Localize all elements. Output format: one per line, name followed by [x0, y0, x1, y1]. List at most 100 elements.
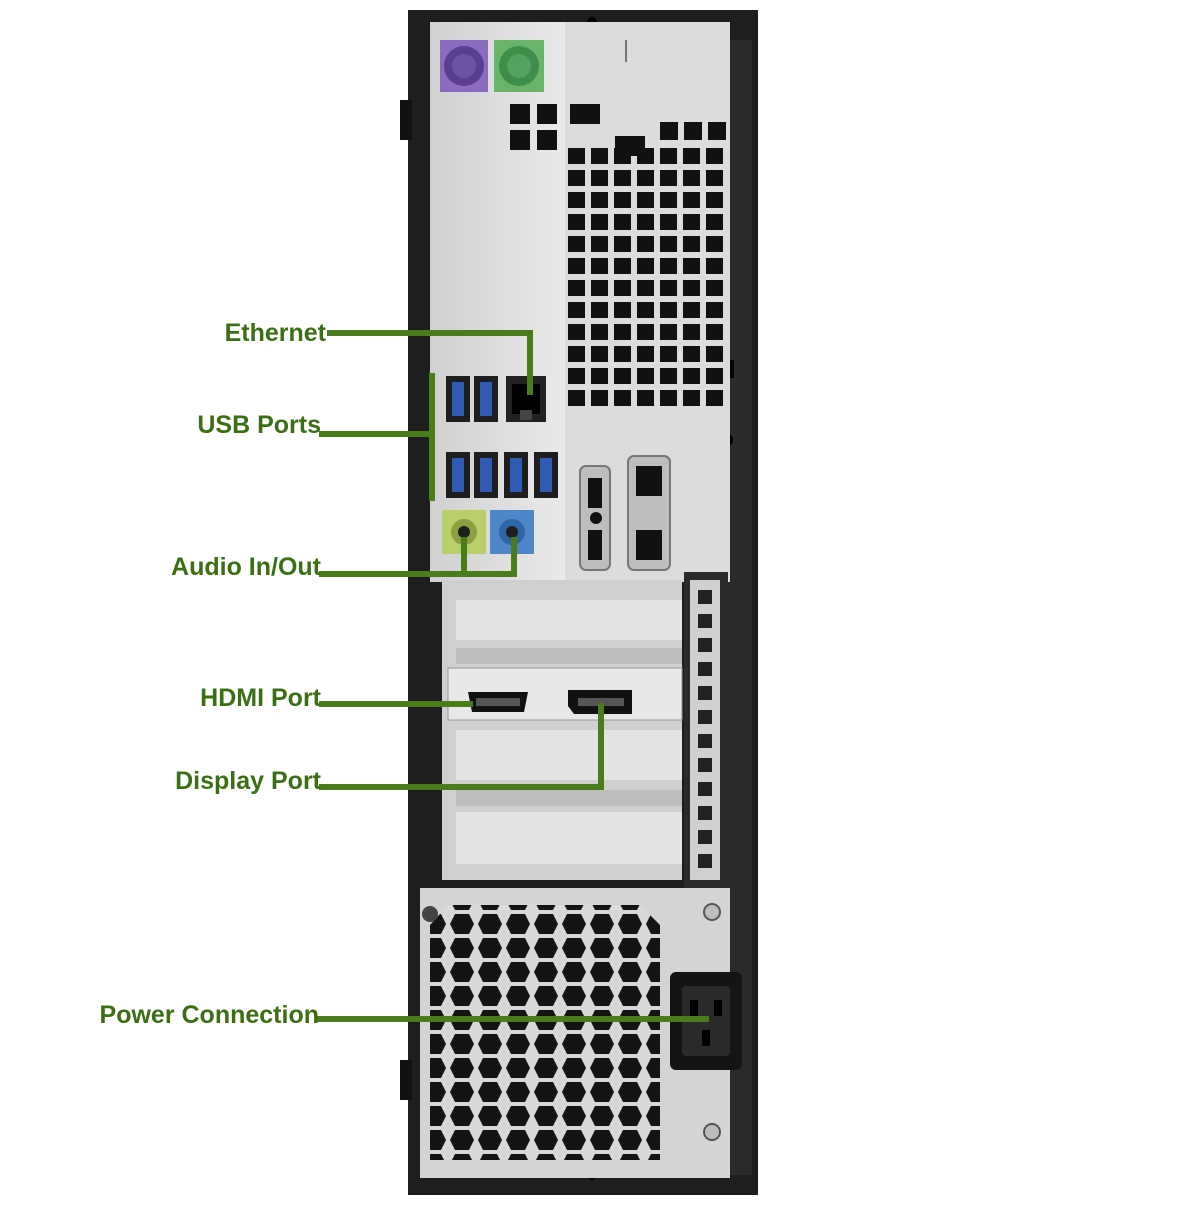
vent-hole	[614, 214, 631, 230]
vent-hole	[706, 280, 723, 296]
vent-hole	[591, 170, 608, 186]
vent-hole	[568, 170, 585, 186]
power-supply	[420, 888, 742, 1178]
label-usb-ports: USB Ports	[197, 411, 321, 439]
vent-hole	[568, 192, 585, 208]
vent-hole	[660, 280, 677, 296]
label-display-port: Display Port	[175, 767, 321, 795]
vent-hole	[683, 214, 700, 230]
psu-fan-grille	[430, 905, 660, 1160]
vent-hole	[568, 390, 585, 406]
vent-hole	[568, 214, 585, 230]
vent-hole	[614, 390, 631, 406]
vent-hole	[683, 346, 700, 362]
vent-hole	[614, 346, 631, 362]
vent-hole	[706, 236, 723, 252]
label-ethernet: Ethernet	[224, 319, 326, 347]
vent-grid	[568, 122, 726, 406]
vent-hole	[614, 258, 631, 274]
slot-bracket-vents	[698, 590, 712, 868]
vent-hole	[591, 390, 608, 406]
vent-hole	[591, 148, 608, 164]
vent-hole	[683, 258, 700, 274]
vent-hole	[660, 258, 677, 274]
expansion-slots	[442, 572, 728, 892]
vent-hole	[660, 122, 678, 140]
vent-hole	[591, 258, 608, 274]
bracket-vent	[698, 614, 712, 628]
vent-hole	[637, 148, 654, 164]
bracket-vent	[698, 662, 712, 676]
bracket-vent	[698, 782, 712, 796]
vent-hole	[637, 302, 654, 318]
vent-hole	[706, 346, 723, 362]
callout-line-usb	[319, 373, 435, 501]
label-hdmi-port: HDMI Port	[200, 684, 321, 712]
callout-line-displayport	[319, 703, 604, 790]
hdmi-port	[468, 692, 528, 712]
bracket-vent	[698, 854, 712, 868]
vent-hole	[568, 368, 585, 384]
vent-hole	[591, 280, 608, 296]
ps2-mouse-port	[494, 40, 544, 92]
vent-hole	[660, 236, 677, 252]
callout-lines	[315, 330, 709, 1022]
bracket-vent	[698, 830, 712, 844]
vent-hole	[683, 236, 700, 252]
vent-hole	[614, 368, 631, 384]
vent-hole	[683, 302, 700, 318]
vent-hole	[614, 236, 631, 252]
vent-hole	[660, 346, 677, 362]
vent-hole	[637, 214, 654, 230]
vent-hole	[637, 390, 654, 406]
bracket-vent	[698, 686, 712, 700]
vent-hole	[706, 324, 723, 340]
vent-hole	[591, 302, 608, 318]
vent-hole	[683, 170, 700, 186]
vent-hole	[683, 368, 700, 384]
vent-hole	[660, 148, 677, 164]
bracket-vent	[698, 638, 712, 652]
label-power-connection: Power Connection	[99, 1001, 319, 1029]
vent-hole	[568, 280, 585, 296]
usb-port-group	[446, 376, 558, 498]
ps2-keyboard-port	[440, 40, 488, 92]
vent-hole	[706, 368, 723, 384]
vent-hole	[637, 280, 654, 296]
vent-hole	[706, 148, 723, 164]
vent-hole	[591, 368, 608, 384]
bracket-vent	[698, 806, 712, 820]
vent-hole	[637, 236, 654, 252]
callout-line-audio	[319, 537, 517, 577]
knockout-slots	[579, 455, 671, 571]
displayport-port	[568, 690, 632, 714]
vent-hole	[637, 258, 654, 274]
vent-hole	[614, 148, 631, 164]
vent-hole	[660, 302, 677, 318]
vent-hole	[614, 324, 631, 340]
vent-hole	[637, 346, 654, 362]
ethernet-port	[506, 376, 546, 422]
vent-hole	[683, 280, 700, 296]
vent-hole	[706, 258, 723, 274]
vent-hole	[568, 148, 585, 164]
vent-hole	[683, 148, 700, 164]
vent-hole	[591, 192, 608, 208]
vent-hole	[683, 192, 700, 208]
vent-hole	[614, 170, 631, 186]
vent-hole	[660, 170, 677, 186]
vent-hole	[684, 122, 702, 140]
vent-hole	[591, 324, 608, 340]
vent-hole	[568, 346, 585, 362]
vent-hole	[568, 236, 585, 252]
vent-hole	[568, 324, 585, 340]
vent-hole	[637, 368, 654, 384]
label-audio-in-out: Audio In/Out	[171, 553, 321, 581]
vent-hole	[660, 214, 677, 230]
bracket-vent	[698, 710, 712, 724]
vent-hole	[591, 236, 608, 252]
vent-hole	[568, 302, 585, 318]
vent-hole	[591, 346, 608, 362]
vent-hole	[706, 192, 723, 208]
